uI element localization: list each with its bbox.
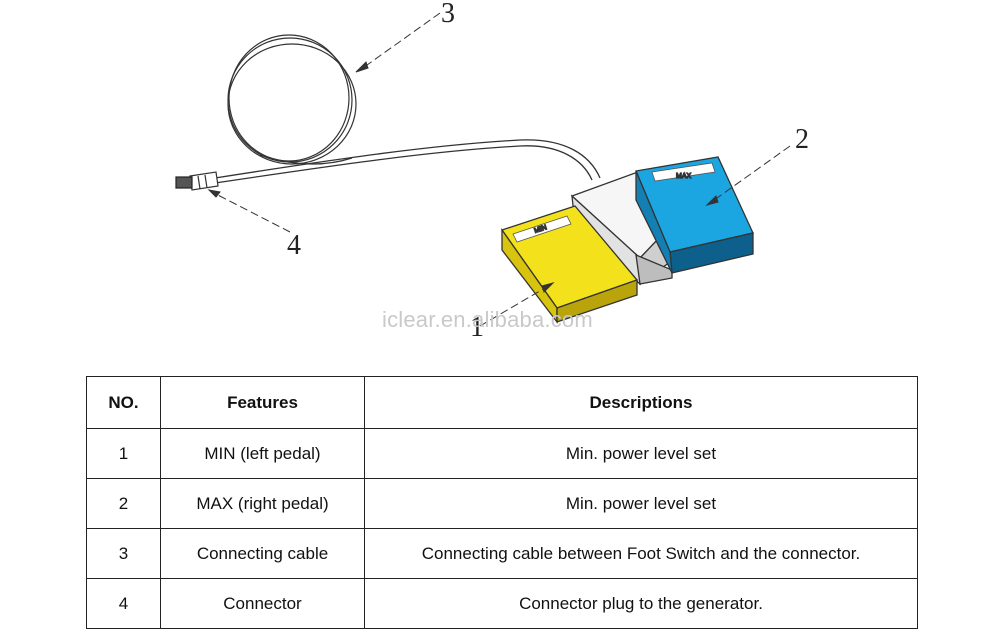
cell-feature: Connecting cable [160,528,365,579]
max-pedal: MAX [635,156,754,274]
watermark: iclear.en.alibaba.com [382,307,593,332]
cell-feature: MIN (left pedal) [160,428,365,479]
table-header-row: NO. Features Descriptions [86,376,918,429]
cell-description: Min. power level set [364,428,918,479]
connector-plug [175,171,219,191]
min-pedal: MIN [500,205,639,324]
svg-text:MIN: MIN [533,224,547,235]
cell-feature: MAX (right pedal) [160,478,365,529]
table-row: 3 Connecting cable Connecting cable betw… [86,528,918,579]
table-row: 1 MIN (left pedal) Min. power level set [86,428,918,479]
features-table: NO. Features Descriptions 1 MIN (left pe… [86,376,918,629]
leader-lines [207,12,791,327]
cell-no: 2 [86,478,161,529]
header-features: Features [160,376,365,429]
cell-description: Min. power level set [364,478,918,529]
callout-4: 4 [287,230,301,261]
table-row: 2 MAX (right pedal) Min. power level set [86,478,918,529]
cell-description: Connecting cable between Foot Switch and… [364,528,918,579]
callout-1: 1 [470,312,484,343]
callout-2: 2 [795,124,809,155]
cell-description: Connector plug to the generator. [364,578,918,629]
table-row: 4 Connector Connector plug to the genera… [86,578,918,629]
cell-no: 4 [86,578,161,629]
foot-switch-diagram: MAX MIN [175,12,791,327]
cable-coil [227,34,357,165]
header-no: NO. [86,376,161,429]
cell-no: 3 [86,528,161,579]
cell-no: 1 [86,428,161,479]
callout-3: 3 [441,0,455,29]
svg-text:MAX: MAX [676,173,692,180]
header-descriptions: Descriptions [364,376,918,429]
cell-feature: Connector [160,578,365,629]
connecting-cable [214,139,601,184]
